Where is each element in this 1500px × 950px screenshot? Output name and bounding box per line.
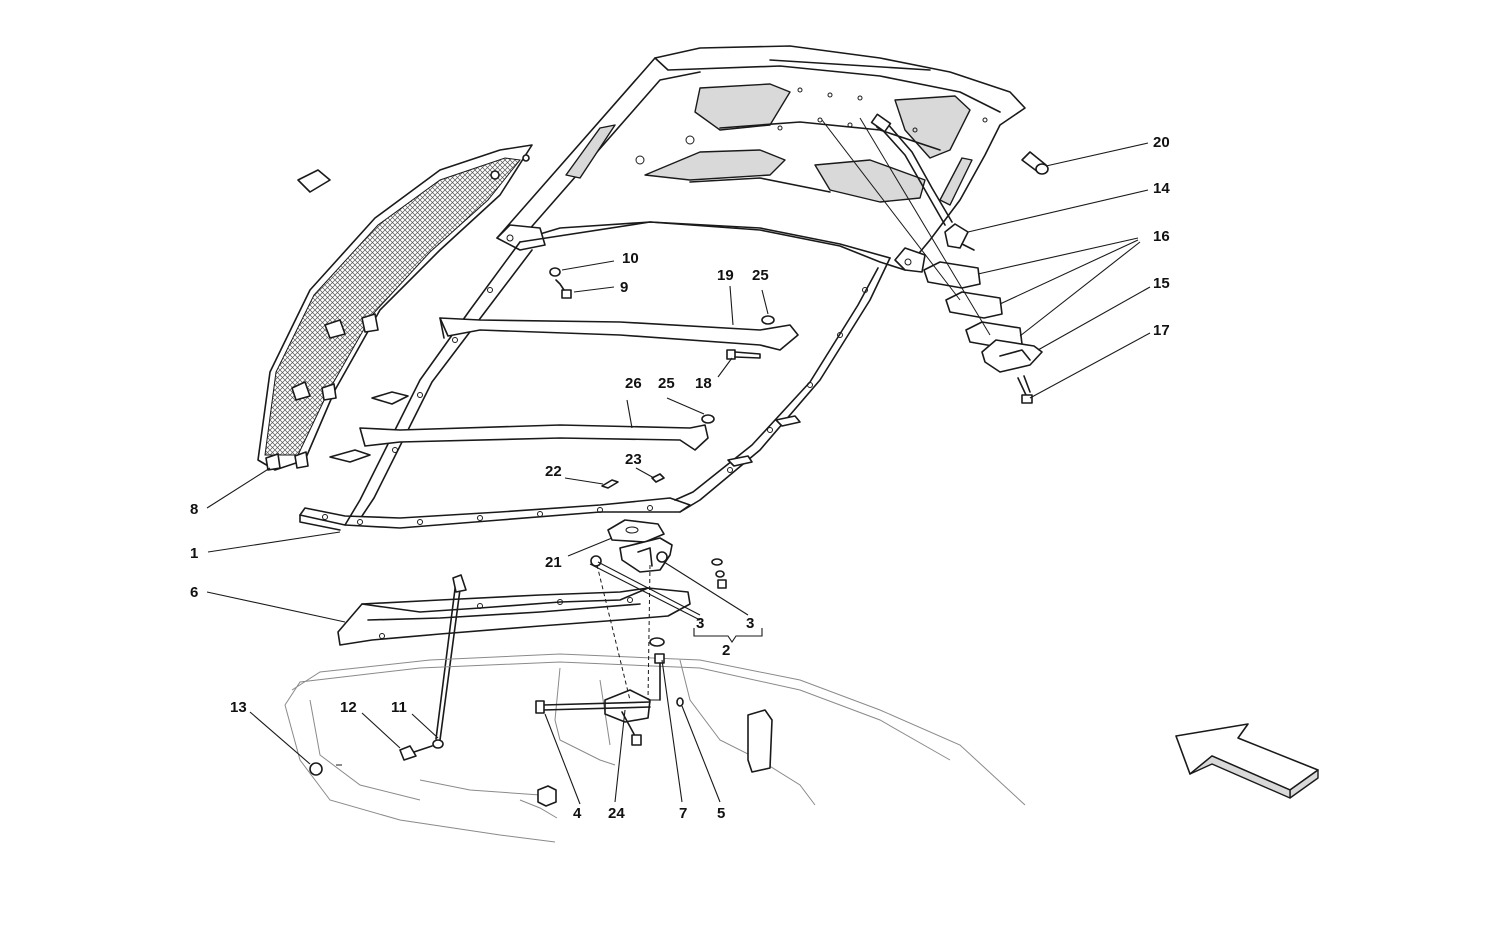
callout-8: 8 [190,501,198,518]
pad-22 [601,479,619,489]
callout-1: 1 [190,545,198,562]
washer-10 [549,267,561,277]
callout-21: 21 [545,554,562,571]
bolt-17 [1017,375,1033,404]
callout-9: 9 [620,279,628,296]
lock-bracket [590,537,727,589]
callout-4: 4 [573,805,582,822]
nut-13 [309,762,342,776]
callout-2: 2 [722,642,730,659]
latch-assembly [535,637,684,746]
front-direction-arrow-icon [1175,723,1319,799]
callout-19: 19 [717,267,734,284]
lock-plate-21 [607,519,665,543]
front-crossbeam [337,587,691,646]
bumper-20 [1021,151,1049,175]
callout-22: 22 [545,463,562,480]
callout-7: 7 [679,805,687,822]
callout-5: 5 [717,805,725,822]
callout-15: 15 [1153,275,1170,292]
callout-20: 20 [1153,134,1170,151]
screw-9 [555,279,572,299]
callout-3-left: 3 [696,615,704,632]
callout-25-upper: 25 [752,267,769,284]
cross-member-19 [439,317,799,351]
callout-26: 26 [625,375,642,392]
callout-24: 24 [608,805,625,822]
ball-stud [399,745,433,761]
assembly-guides [596,564,651,701]
plug-25-upper [761,315,775,325]
hood-inner-frame [299,221,891,531]
bolt-18 [726,349,761,360]
callout-3-right: 3 [746,615,754,632]
callout-17: 17 [1153,322,1170,339]
callout-labels: 1 2 3 3 4 5 6 7 8 9 10 11 12 13 14 15 16… [190,134,1170,822]
air-grille-panel [257,144,533,471]
callout-6: 6 [190,584,198,601]
callout-14: 14 [1153,180,1170,197]
shims-16 [923,261,1023,349]
gas-strut [432,574,467,749]
callout-16: 16 [1153,228,1170,245]
hood-panel [496,45,1026,273]
hinge-14 [870,113,975,251]
hinge-bracket-15 [981,339,1043,373]
callout-10: 10 [622,250,639,267]
plug-25-lower [701,414,715,424]
leader-lines [206,142,1151,805]
callout-12: 12 [340,699,357,716]
cross-member-26 [359,424,709,451]
clip-23 [651,473,665,483]
callout-25-lower: 25 [658,375,675,392]
body-outline [284,653,1026,843]
callout-23: 23 [625,451,642,468]
callout-11: 11 [391,699,407,716]
callout-13: 13 [230,699,247,716]
callout-18: 18 [695,375,712,392]
